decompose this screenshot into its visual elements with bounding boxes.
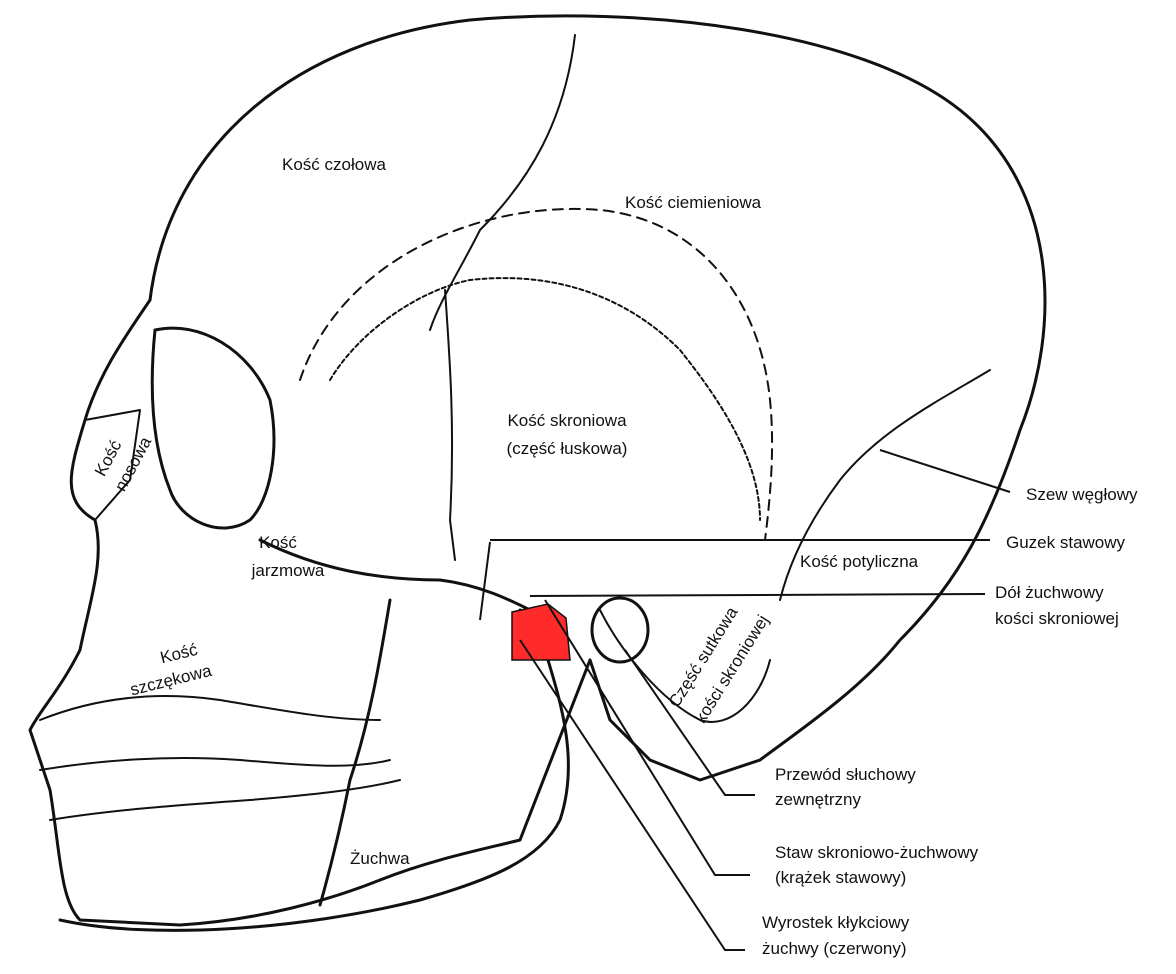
label-tmj-line2: (krążek stawowy) <box>775 867 906 889</box>
upper-teeth <box>40 696 380 720</box>
sphenoparietal-suture <box>445 290 455 560</box>
orbit <box>152 328 274 528</box>
leader-fossa <box>530 594 985 596</box>
temporal-line <box>300 209 772 540</box>
label-temporal-bone-line2: (część łuskowa) <box>487 438 647 460</box>
mandible-outline <box>60 610 568 930</box>
label-ear-canal-line1: Przewód słuchowy <box>775 764 916 786</box>
label-mandibular-fossa-line1: Dół żuchwowy <box>995 582 1104 604</box>
label-articular-tubercle: Guzek stawowy <box>1006 532 1125 554</box>
label-zygomatic-bone-line2: jarzmowa <box>238 560 338 582</box>
squamosal-suture <box>330 278 760 520</box>
teeth-occlusal-line <box>40 758 390 770</box>
label-parietal-bone: Kość ciemieniowa <box>625 192 761 214</box>
skull-outline <box>150 16 1045 780</box>
label-condyle-line1: Wyrostek kłykciowy <box>762 912 909 934</box>
ear-canal <box>592 598 648 662</box>
leader-lambdoid <box>880 450 1010 492</box>
label-tmj-line1: Staw skroniowo-żuchwowy <box>775 842 978 864</box>
condyle-highlight <box>512 604 570 660</box>
label-zygomatic-bone-line1: Kość <box>238 532 318 554</box>
label-occipital-bone: Kość potyliczna <box>800 551 918 573</box>
label-condyle-line2: żuchwy (czerwony) <box>762 938 907 960</box>
label-lambdoid-suture: Szew węgłowy <box>1026 484 1138 506</box>
face-outline <box>30 300 590 925</box>
label-frontal-bone: Kość czołowa <box>282 154 386 176</box>
label-mandible: Żuchwa <box>350 848 410 870</box>
label-temporal-bone-line1: Kość skroniowa <box>487 410 647 432</box>
label-mandibular-fossa-line2: kości skroniowej <box>995 608 1119 630</box>
label-ear-canal-line2: zewnętrzny <box>775 789 861 811</box>
leader-tubercle-2 <box>480 542 490 620</box>
